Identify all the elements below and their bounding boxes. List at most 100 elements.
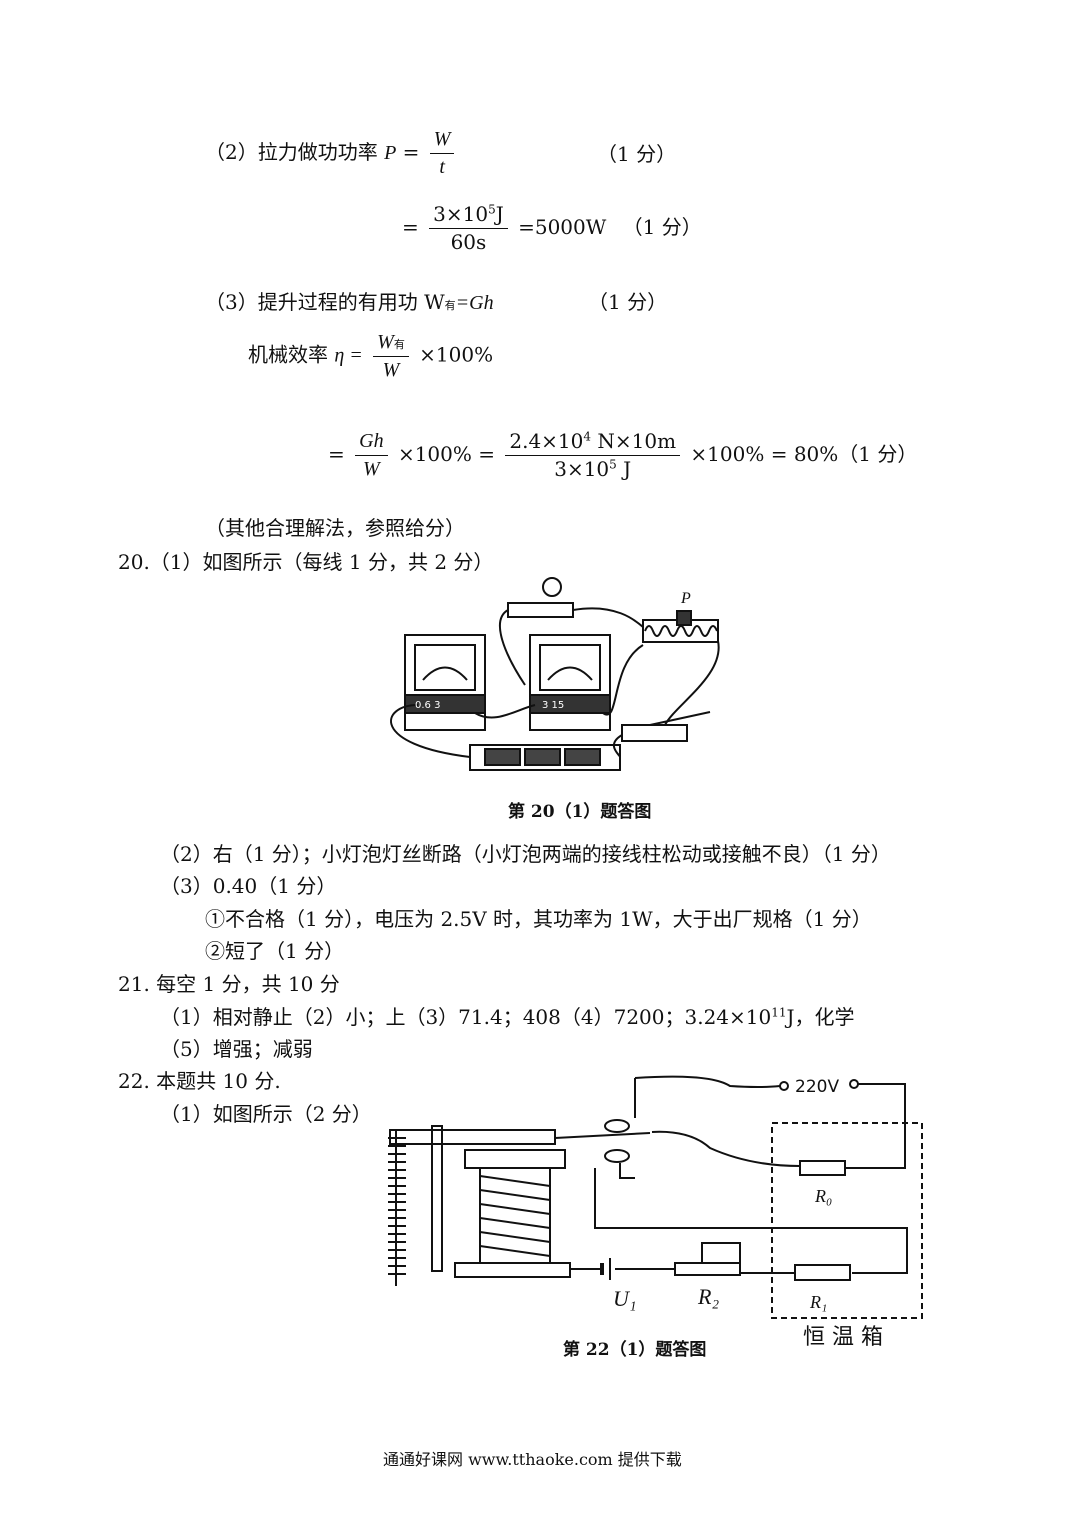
r0-label: R₀ [814, 1186, 832, 1206]
q19-p2-line: （2）拉力做功功率 P = W t [205, 128, 458, 179]
den-a: 3×10 [554, 457, 610, 481]
fraction-denominator: t [439, 156, 445, 178]
wire [701, 1242, 795, 1274]
power-fraction: W t [429, 128, 455, 179]
lower-contact [604, 1149, 630, 1163]
voltmeter-terminal-label: 3 15 [542, 700, 564, 711]
wire [572, 607, 644, 628]
q22-line1: 22. 本题共 10 分. [118, 1069, 281, 1093]
eta-symbol: η = [334, 344, 363, 367]
q19-p3-label: （3）提升过程的有用功 W [205, 290, 445, 314]
voltmeter-dial [539, 644, 601, 691]
power-calc-fraction: 3×105J 60s [429, 202, 508, 254]
formula: =Gh [455, 292, 494, 314]
switch-lever [649, 711, 711, 726]
u1-label: U₁ [613, 1286, 637, 1311]
q19-p2-calc-line: = 3×105J 60s =5000W （1 分） [402, 202, 702, 254]
numeric-fraction: 2.4×104 N×10m 3×105 J [505, 429, 681, 481]
rheostat-label-p: P [680, 590, 691, 607]
fraction-denominator: 3×105 J [554, 456, 631, 481]
den-b: J [616, 457, 632, 481]
r2-rheostat [674, 1262, 741, 1276]
rheostat-slider [676, 610, 692, 626]
num-b: N×10m [591, 429, 677, 453]
ammeter-dial [414, 644, 476, 691]
num-text: 3×10 [433, 202, 489, 226]
q21-answers: （1）相对静止（2）小；上（3）71.4；408（4）7200；3.24×10 [160, 1005, 772, 1029]
fraction-denominator: W [363, 458, 380, 480]
middle-text: ×100% = [397, 442, 495, 466]
exponent: 11 [771, 1005, 787, 1020]
q22-caption: 第 22（1）题答图 [563, 1340, 707, 1360]
exponent: 5 [609, 457, 617, 472]
wire [619, 1163, 635, 1179]
coil-winding [479, 1175, 551, 1257]
rheostat-coil [644, 625, 718, 637]
subscript: 有 [393, 338, 405, 351]
q21-answers-tail: J，化学 [786, 1005, 855, 1029]
wire [845, 1083, 906, 1169]
equals-sign: = [328, 442, 345, 466]
equals-sign: = [402, 140, 420, 164]
q19-p2-score: （1 分） [597, 142, 677, 166]
q20-line4: ①不合格（1 分），电压为 2.5V 时，其功率为 1W，大于出厂规格（1 分） [205, 907, 872, 931]
score: （1 分） [622, 215, 702, 239]
battery-cell-1 [484, 748, 521, 766]
voltmeter [529, 634, 611, 731]
fraction-numerator: 2.4×104 N×10m [505, 429, 681, 456]
terminal [849, 1079, 859, 1089]
magnet-base [454, 1262, 571, 1278]
efficiency-line: 机械效率 η = W有 W ×100% [248, 330, 493, 382]
coil-core [479, 1167, 551, 1264]
num-unit: J [495, 202, 504, 226]
fraction-denominator: W [382, 359, 400, 381]
efficiency-label: 机械效率 [248, 342, 328, 367]
terminal [779, 1081, 789, 1091]
equals-sign: = [402, 215, 419, 239]
lamp-bulb [542, 577, 562, 597]
r1-resistor [794, 1264, 851, 1281]
num-a: 2.4×10 [509, 429, 584, 453]
w-symbol: W [377, 331, 394, 353]
voltmeter-scale [547, 666, 593, 681]
thermostat-label: 恒 温 箱 [803, 1325, 883, 1350]
gh-fraction: Gh W [355, 430, 388, 481]
wire [651, 1130, 801, 1167]
magnet-top [464, 1149, 566, 1169]
ammeter-terminal-label: 0.6 3 [415, 700, 440, 711]
q20-line2: （2）右（1 分）；小灯泡灯丝断路（小灯泡两端的接线柱松动或接触不良）（1 分） [160, 842, 891, 866]
voltage-label-220v: 220V [795, 1077, 839, 1097]
fraction-numerator: W [429, 128, 455, 154]
q20-line1: 20.（1）如图所示（每线 1 分，共 2 分） [118, 550, 494, 574]
power-result: =5000W [518, 215, 607, 239]
wire [390, 704, 471, 758]
q21-line2: （1）相对静止（2）小；上（3）71.4；408（4）7200；3.24×101… [160, 1001, 855, 1030]
fraction-numerator: 3×105J [429, 202, 508, 229]
q21-line1: 21. 每空 1 分，共 10 分 [118, 972, 340, 996]
q19-p2-label: （2）拉力做功功率 [205, 140, 378, 164]
q20-caption: 第 20（1）题答图 [508, 802, 652, 822]
q19-p3-line: （3）提升过程的有用功 W有=Gh [205, 286, 494, 315]
wire [474, 704, 536, 719]
q20-line5: ②短了（1 分） [205, 939, 345, 963]
fraction-numerator: W有 [373, 330, 409, 357]
ammeter-terminals [404, 694, 486, 714]
wire [602, 644, 644, 716]
battery-box [469, 744, 621, 771]
efficiency-calc-line: = Gh W ×100% = 2.4×104 N×10m 3×105 J ×10… [328, 429, 917, 481]
wire [498, 609, 526, 686]
power-symbol: P [384, 142, 397, 164]
voltmeter-terminals [529, 694, 611, 714]
note-line: （其他合理解法，参照给分） [205, 516, 465, 540]
efficiency-fraction: W有 W [373, 330, 409, 382]
q22-relay-circuit-figure: 220V R₀ R₁ R₂ U₁ 恒 温 箱 [388, 1075, 923, 1350]
exponent: 4 [583, 429, 592, 444]
q22-line2: （1）如图所示（2 分） [160, 1102, 372, 1126]
armature-bar [389, 1129, 556, 1145]
pole [431, 1125, 443, 1272]
q20-circuit-figure: P 0.6 3 3 15 [390, 577, 720, 771]
r1-label: R₁ [809, 1292, 827, 1312]
thermostat-box [771, 1122, 923, 1319]
subscript: 有 [444, 299, 456, 312]
wire [664, 640, 720, 726]
